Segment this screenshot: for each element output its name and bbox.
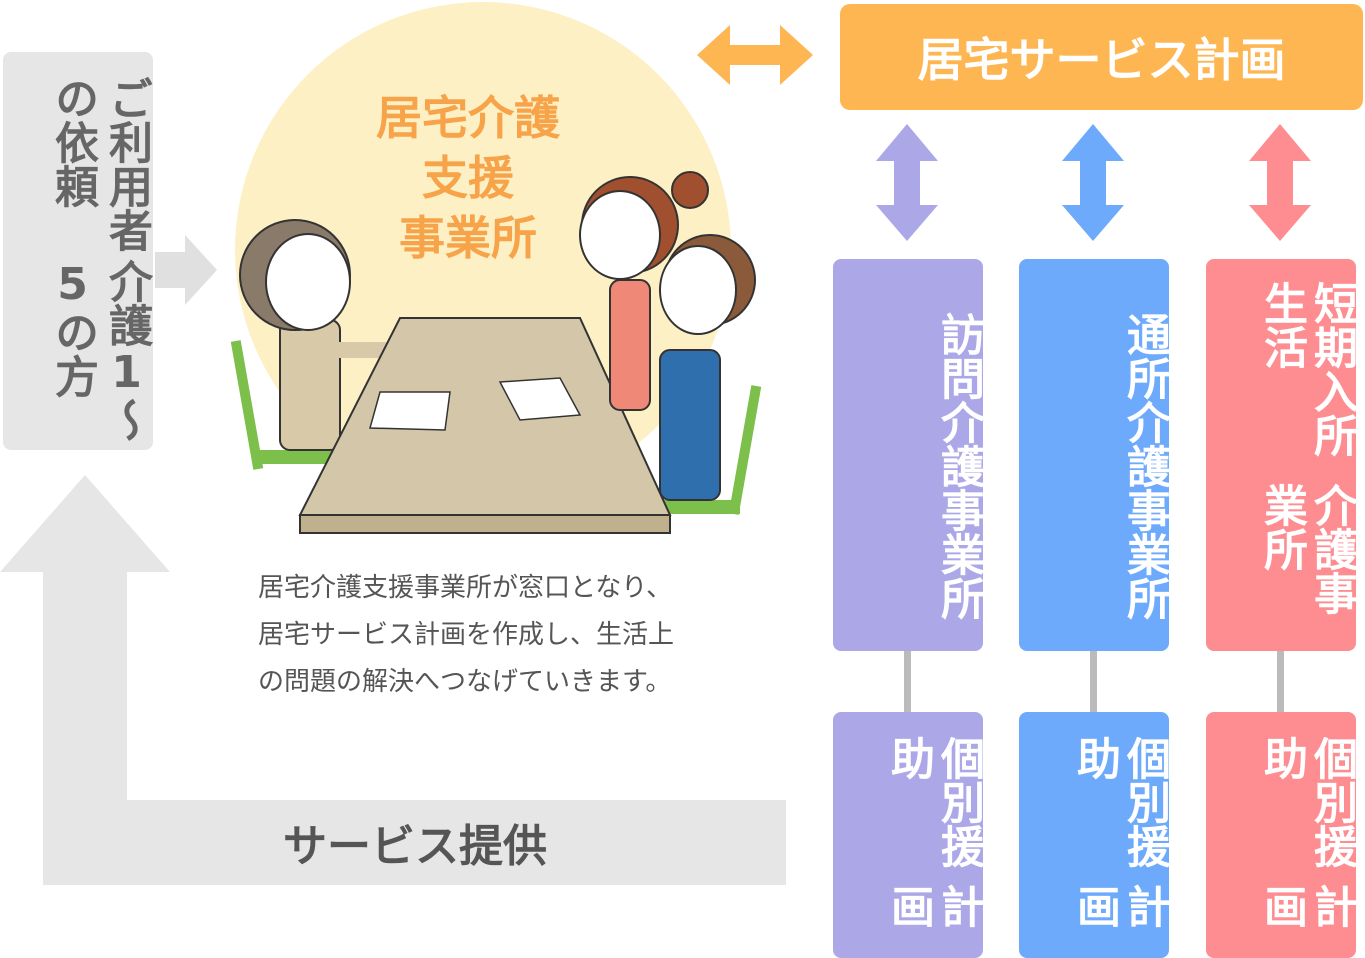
caption-line3: の問題の解決へつなげていきます。 bbox=[258, 667, 672, 697]
plan-line: 計画 bbox=[883, 884, 984, 928]
visit-care-office-box: 訪問介護事業所 bbox=[833, 259, 984, 651]
service-name: 介護事業所 bbox=[1256, 482, 1357, 615]
care-office-line2: 支援 bbox=[422, 151, 514, 205]
service-name: 通所介護事業所 bbox=[1119, 312, 1170, 620]
individual-plan-box: 個別援助計画 bbox=[1206, 712, 1357, 958]
paper bbox=[498, 377, 582, 421]
double-arrow-vertical-icon bbox=[1062, 124, 1124, 241]
plan-line: 個別援助 bbox=[1256, 736, 1357, 868]
service-name: 短期入所生活 bbox=[1256, 281, 1357, 457]
connector-line bbox=[904, 651, 911, 712]
care-office-line1: 居宅介護 bbox=[376, 91, 560, 145]
plan-line: 計画 bbox=[1256, 884, 1357, 928]
caption: 居宅介護支援事業所が窓口となり、 居宅サービス計画を作成し、生活上 の問題の解決… bbox=[258, 565, 674, 706]
individual-plan-box: 個別援助計画 bbox=[833, 712, 984, 958]
user-request-line2: 介護1～5の方 bbox=[47, 258, 152, 442]
user-request-line1: ご利用者の依頼 bbox=[47, 76, 152, 252]
individual-plan-box: 個別援助計画 bbox=[1019, 712, 1170, 958]
double-arrow-vertical-icon bbox=[1249, 124, 1311, 241]
chair-right bbox=[650, 385, 762, 515]
person-left bbox=[239, 219, 395, 451]
meeting-illustration bbox=[230, 171, 762, 534]
plan-line: 計画 bbox=[1069, 884, 1170, 928]
double-arrow-horizontal-icon bbox=[697, 25, 813, 85]
person-man bbox=[659, 234, 756, 501]
home-service-plan-box: 居宅サービス計画 bbox=[840, 4, 1363, 110]
user-request-box: ご利用者の依頼 介護1～5の方 bbox=[3, 52, 153, 450]
service-name: 訪問介護事業所 bbox=[933, 312, 984, 620]
connector-line bbox=[1277, 651, 1284, 712]
short-stay-office-box: 短期入所生活介護事業所 bbox=[1206, 259, 1357, 651]
care-office-label: 居宅介護 支援 事業所 bbox=[330, 88, 606, 268]
paper bbox=[369, 391, 451, 431]
plan-line: 個別援助 bbox=[883, 736, 984, 868]
person-woman bbox=[579, 171, 709, 411]
connector-line bbox=[1090, 651, 1097, 712]
care-office-line3: 事業所 bbox=[399, 211, 537, 265]
caption-line1: 居宅介護支援事業所が窓口となり、 bbox=[258, 573, 673, 603]
caption-line2: 居宅サービス計画を作成し、生活上 bbox=[258, 620, 675, 650]
vertical-arrows bbox=[876, 124, 1311, 241]
service-provision-arrow bbox=[0, 235, 786, 885]
right-arrow-icon bbox=[155, 235, 217, 305]
double-arrow-vertical-icon bbox=[876, 124, 938, 241]
plan-line: 個別援助 bbox=[1069, 736, 1170, 868]
day-care-office-box: 通所介護事業所 bbox=[1019, 259, 1170, 651]
service-provision-label: サービス提供 bbox=[283, 821, 547, 872]
